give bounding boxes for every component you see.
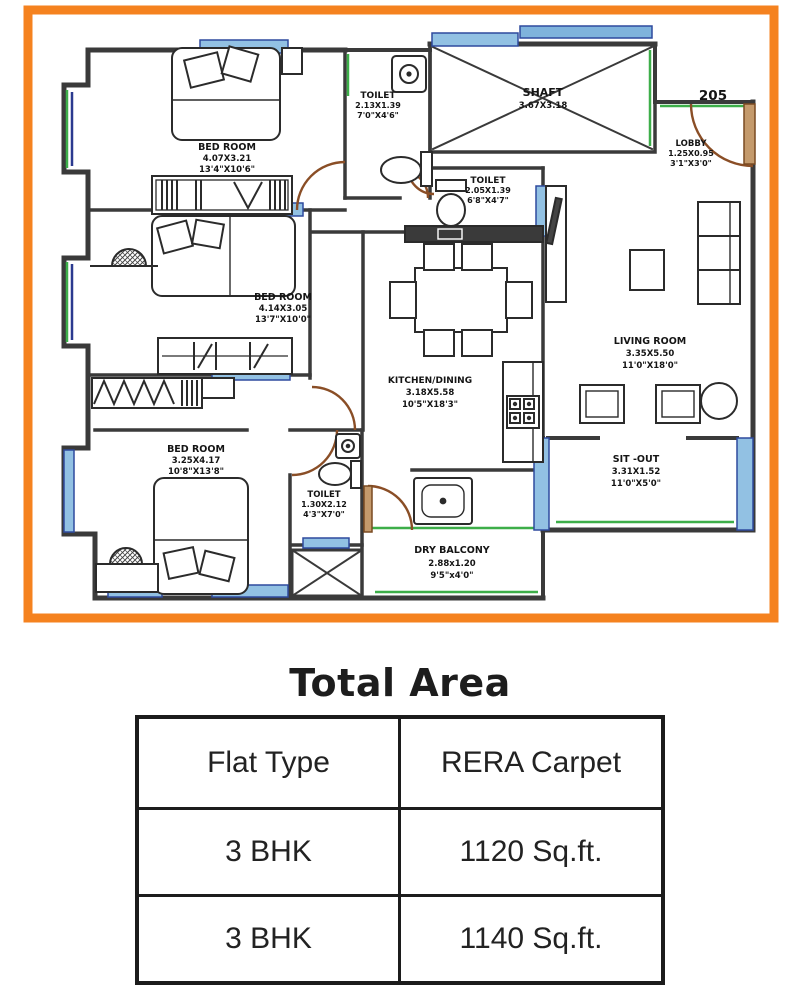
toilet1-dim-ft: 7'0"X4'6": [357, 111, 399, 120]
window-shaft-left: [431, 32, 519, 47]
cell-carpet-2: 1140 Sq.ft.: [397, 894, 665, 985]
bedroom2-label: BED ROOM: [254, 292, 312, 303]
kitchen-counter-top: [404, 225, 544, 243]
bedroom3-label: BED ROOM: [167, 444, 225, 455]
window-shaft-right: [519, 25, 653, 39]
wc-icon-toilet1: [380, 151, 433, 187]
living-label: LIVING ROOM: [614, 336, 686, 347]
cell-flat-type-1: 3 BHK: [135, 807, 401, 897]
armchair-icons: [579, 382, 738, 424]
bedroom1-dim-m: 4.07X3.21: [203, 154, 252, 164]
toilet1-label: TOILET: [360, 91, 396, 101]
total-area-table: Flat Type RERA Carpet 3 BHK 1120 Sq.ft. …: [135, 715, 665, 985]
door-arc-main-entry: [689, 103, 754, 168]
shoe-rack-icon: [91, 377, 235, 409]
drybalcony-label: DRY BALCONY: [414, 545, 490, 556]
header-rera-carpet: RERA Carpet: [397, 715, 665, 810]
shaft-dim-m: 3.67X3.18: [519, 101, 568, 111]
coffee-table-icon: [629, 249, 665, 291]
door-arc-bedroom2: [311, 385, 357, 431]
door-leaf-drybalcony: [363, 485, 373, 533]
toilet2-dim-m: 2.05X1.39: [465, 186, 511, 195]
cell-flat-type-2: 3 BHK: [135, 894, 401, 985]
lobby-dim-ft: 3'1"X3'0": [670, 159, 712, 168]
lobby-dim-m: 1.25X0.95: [668, 149, 714, 158]
wardrobe-icon-bedroom1: [151, 175, 293, 215]
sitout-pillar-right: [736, 437, 754, 531]
bedroom1-dim-ft: 13'4"X10'6": [199, 165, 255, 175]
bedroom2-dim-ft: 13'7"X10'0": [255, 315, 311, 325]
sitout-label: SIT -OUT: [613, 454, 660, 465]
door-arc-drybalcony: [367, 484, 414, 531]
table-row: 3 BHK 1140 Sq.ft.: [135, 894, 665, 985]
bedroom3-dim-ft: 10'8"X13'8": [168, 467, 224, 477]
wc-icon-toilet3: [318, 460, 362, 489]
bedroom1-label: BED ROOM: [198, 142, 256, 153]
bed-icon-bedroom2: [151, 215, 296, 297]
shaft-label: SHAFT: [523, 86, 564, 99]
table-row: 3 BHK 1120 Sq.ft.: [135, 807, 665, 897]
washing-machine-icon: [413, 477, 473, 525]
kitchen-dim-m: 3.18X5.58: [406, 388, 455, 398]
sink-icon: [437, 228, 463, 240]
kitchen-dim-ft: 10'5"X18'3": [402, 400, 458, 410]
kitchen-label: KITCHEN/DINING: [388, 376, 472, 386]
furniture: [90, 45, 741, 595]
room-labels: BED ROOM 4.07X3.21 13'4"X10'6" TOILET 2.…: [167, 86, 727, 581]
door-arc-bedroom1: [295, 160, 346, 211]
living-dim-ft: 11'0"X18'0": [622, 361, 678, 371]
cell-carpet-1: 1120 Sq.ft.: [397, 807, 665, 897]
sitout-dim-m: 3.31X1.52: [612, 467, 661, 477]
flat-number: 205: [699, 88, 727, 104]
wardrobe-icon-bedroom2: [157, 337, 293, 375]
doors: [291, 103, 754, 531]
floorplan-svg: BED ROOM 4.07X3.21 13'4"X10'6" TOILET 2.…: [23, 5, 779, 623]
bed-icon-bedroom1: [171, 45, 303, 141]
toilet3-dim-ft: 4'3"X7'0": [303, 510, 345, 519]
drybalcony-dim-ft: 9'5"x4'0": [430, 571, 473, 581]
tv-unit-icon: [545, 185, 567, 303]
basin-icon-toilet1: [391, 55, 427, 93]
table-header-row: Flat Type RERA Carpet: [135, 715, 665, 810]
sitout-dim-ft: 11'0"X5'0": [611, 479, 661, 489]
bed-icon-bedroom3: [153, 477, 249, 595]
wc-icon-toilet2: [435, 179, 467, 227]
toilet1-dim-m: 2.13X1.39: [355, 101, 401, 110]
total-area-title: Total Area: [289, 661, 511, 705]
kitchen-platform: [502, 361, 544, 463]
toilet3-label: TOILET: [307, 490, 340, 500]
sofa-icon: [697, 201, 741, 305]
bedroom2-dim-m: 4.14X3.05: [259, 304, 308, 314]
door-leaf-main-entry: [743, 103, 756, 165]
dresser-icon-bedroom3: [95, 547, 159, 593]
toilet2-label: TOILET: [470, 176, 506, 186]
basin-icon-toilet3: [335, 433, 361, 459]
living-dim-m: 3.35X5.50: [626, 349, 675, 359]
toilet3-dim-m: 1.30X2.12: [301, 500, 347, 509]
window-left-bay: [63, 449, 75, 533]
round-table-icon: [700, 382, 738, 420]
toilet2-dim-ft: 6'8"X4'7": [467, 196, 509, 205]
dining-table-icon: [389, 243, 533, 357]
window-toilet3: [302, 537, 350, 549]
drybalcony-dim-m: 2.88x1.20: [428, 559, 476, 569]
header-flat-type: Flat Type: [135, 715, 401, 810]
lobby-label: LOBBY: [676, 139, 708, 149]
bedroom3-dim-m: 3.25X4.17: [172, 456, 221, 466]
dresser-icon-bedroom2: [90, 248, 158, 267]
